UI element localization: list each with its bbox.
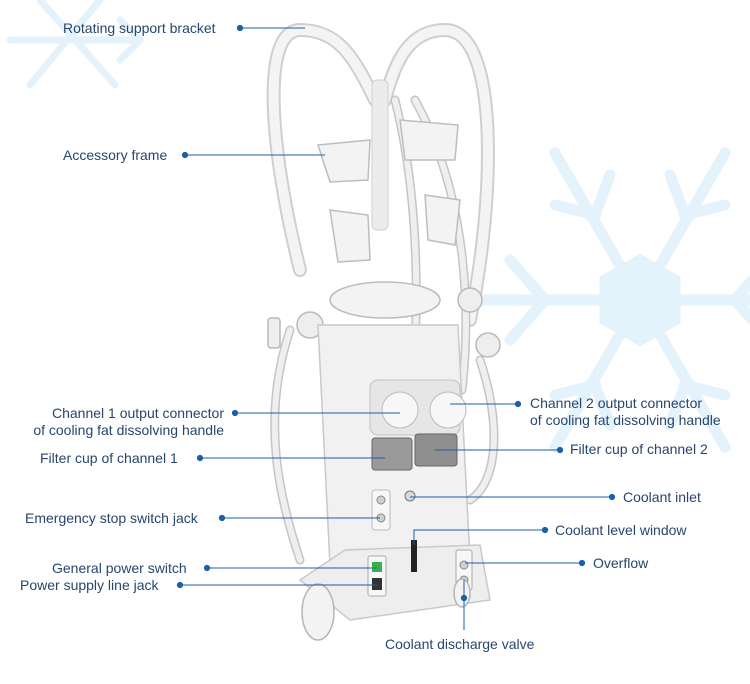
label-line: Channel 1 output connector: [51, 405, 224, 421]
label-channel2-output: Channel 2 output connector of cooling fa…: [530, 395, 721, 429]
label-line: of cooling fat dissolving handle: [530, 412, 721, 428]
label-line: Channel 2 output connector: [530, 395, 703, 411]
leader-power-supply-jack: [176, 581, 377, 589]
label-power-supply-jack: Power supply line jack: [20, 577, 159, 594]
leader-general-power-switch: [203, 564, 377, 572]
label-filter-cup-ch2: Filter cup of channel 2: [570, 441, 708, 458]
wheels: [301, 578, 471, 641]
label-coolant-level-window: Coolant level window: [555, 522, 687, 539]
label-coolant-discharge-valve: Coolant discharge valve: [385, 636, 534, 653]
label-filter-cup-ch1: Filter cup of channel 1: [40, 450, 178, 467]
leader-coolant-discharge-valve: [460, 580, 468, 630]
leader-channel2-output: [450, 400, 522, 408]
leader-accessory-frame: [181, 151, 325, 159]
label-coolant-inlet: Coolant inlet: [623, 489, 701, 506]
label-general-power-switch: General power switch: [52, 560, 187, 577]
label-text: Overflow: [593, 555, 649, 571]
leader-overflow: [465, 559, 586, 567]
label-text: Coolant discharge valve: [385, 636, 535, 652]
label-line: of cooling fat dissolving handle: [33, 422, 224, 438]
label-text: Rotating support bracket: [63, 20, 216, 36]
rotating-support-bracket: [266, 22, 495, 327]
snowflake-icon-right: [464, 147, 750, 453]
label-emergency-stop-jack: Emergency stop switch jack: [25, 510, 198, 527]
label-accessory-frame: Accessory frame: [63, 147, 167, 164]
label-text: Coolant level window: [555, 522, 687, 538]
label-text: Filter cup of channel 1: [40, 450, 178, 466]
label-rotating-support-bracket: Rotating support bracket: [63, 20, 216, 37]
leader-emergency-stop-jack: [218, 514, 380, 522]
accessory-frame: [316, 119, 461, 319]
label-text: General power switch: [52, 560, 187, 576]
label-text: Emergency stop switch jack: [25, 510, 198, 526]
label-text: Power supply line jack: [20, 577, 159, 593]
label-text: Filter cup of channel 2: [570, 441, 708, 457]
leader-coolant-level-window: [413, 526, 549, 545]
label-text: Coolant inlet: [623, 489, 701, 505]
label-text: Accessory frame: [63, 147, 168, 163]
leader-channel1-output: [231, 409, 400, 417]
leader-rotating-support-bracket: [236, 24, 305, 32]
label-overflow: Overflow: [593, 555, 648, 572]
leader-filter-cup-ch2: [435, 446, 564, 454]
leader-coolant-inlet: [410, 493, 616, 501]
snowflake-icon-top-left: [6, 0, 144, 89]
leader-filter-cup-ch1: [196, 454, 385, 462]
label-channel1-output: Channel 1 output connector of cooling fa…: [33, 405, 224, 439]
